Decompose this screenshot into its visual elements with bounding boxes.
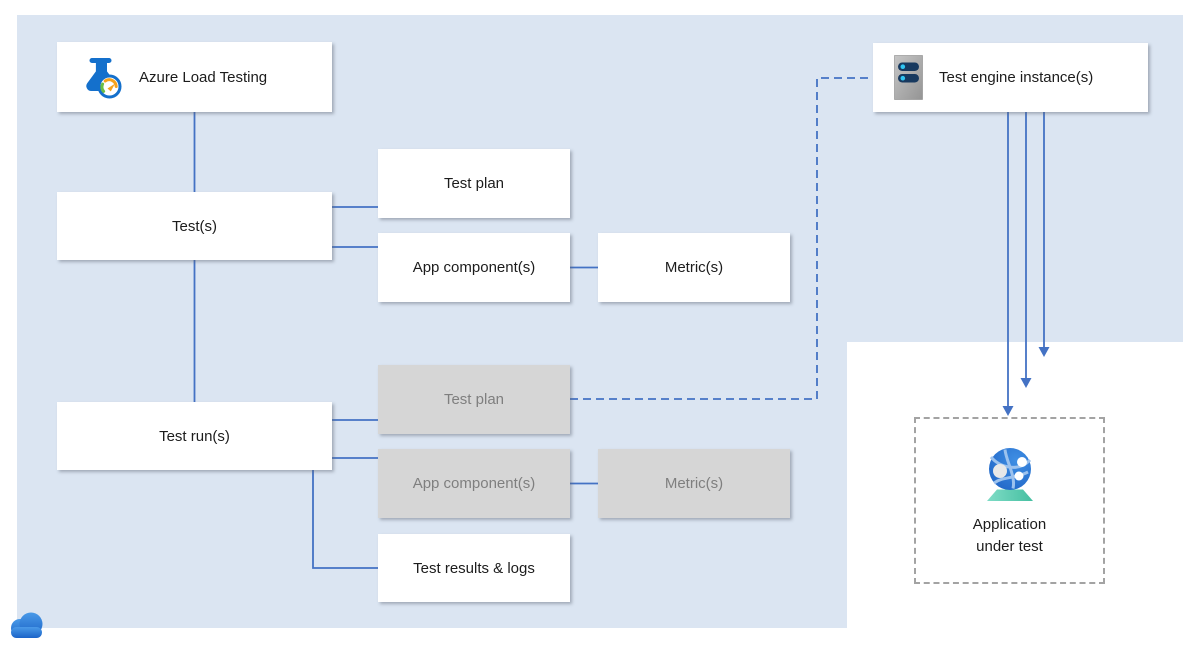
- node-label: Metric(s): [664, 259, 724, 276]
- node-label: Test run(s): [159, 427, 230, 445]
- node-label: Metric(s): [664, 475, 724, 492]
- node-metrics-run: Metric(s): [598, 449, 790, 518]
- node-label: Application under test: [972, 516, 1047, 555]
- node-label: Test results & logs: [413, 559, 535, 577]
- node-label: Test engine instance(s): [939, 69, 1094, 86]
- node-metrics: Metric(s): [598, 233, 790, 302]
- node-label: App component(s): [412, 259, 536, 276]
- server-icon: [894, 55, 923, 100]
- node-app-components-run: App component(s): [378, 449, 570, 518]
- globe-icon: [986, 448, 1033, 502]
- node-label: Test plan: [443, 175, 505, 192]
- node-test-plan-run: Test plan: [378, 365, 570, 434]
- node-test-plan: Test plan: [378, 149, 570, 218]
- node-application-under-test: Application under test: [914, 417, 1105, 584]
- node-tests: Test(s): [57, 192, 332, 260]
- node-app-components: App component(s): [378, 233, 570, 302]
- node-test-results-logs: Test results & logs: [378, 534, 570, 602]
- node-label: Azure Load Testing: [139, 68, 268, 86]
- node-label: Test plan: [443, 391, 505, 408]
- node-azure-load-testing: Azure Load Testing: [57, 42, 332, 112]
- load-testing-flask-icon: [86, 57, 122, 98]
- node-test-engine-instances: Test engine instance(s): [873, 43, 1148, 112]
- node-test-runs: Test run(s): [57, 402, 332, 470]
- node-label: Test(s): [172, 217, 217, 235]
- node-label: App component(s): [412, 475, 536, 492]
- azure-cloud-icon: [8, 610, 46, 645]
